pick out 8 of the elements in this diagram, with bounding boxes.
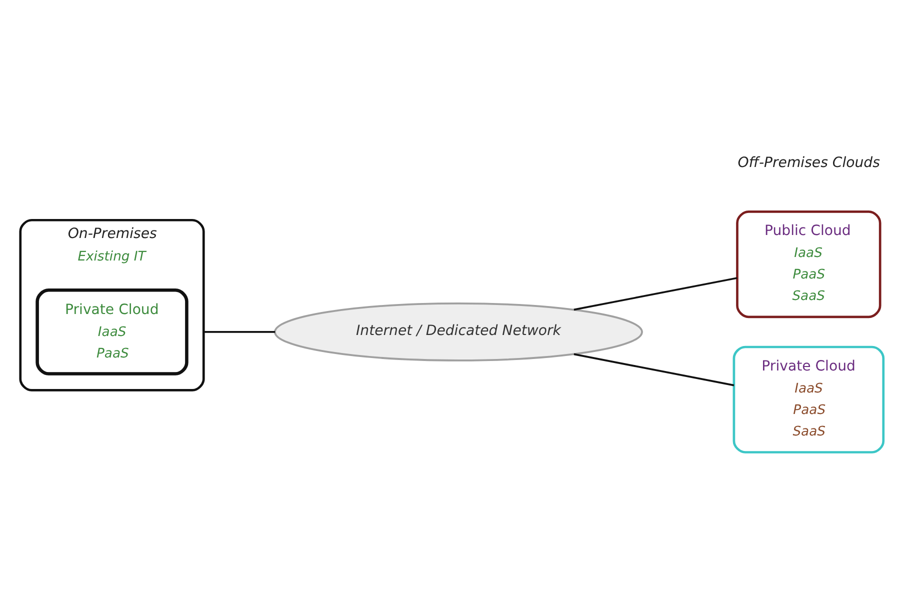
node-box: Private Cloud IaaS PaaS xyxy=(36,288,188,376)
connector xyxy=(574,353,734,386)
label: Off-Premises Clouds xyxy=(738,155,880,172)
node-box: Private Cloud IaaS PaaS SaaS xyxy=(732,346,885,454)
node-ellipse: Internet / Dedicated Network xyxy=(274,302,643,362)
connector xyxy=(574,277,738,311)
node-box: Public Cloud IaaS PaaS SaaS xyxy=(736,210,882,318)
connector xyxy=(204,331,276,333)
